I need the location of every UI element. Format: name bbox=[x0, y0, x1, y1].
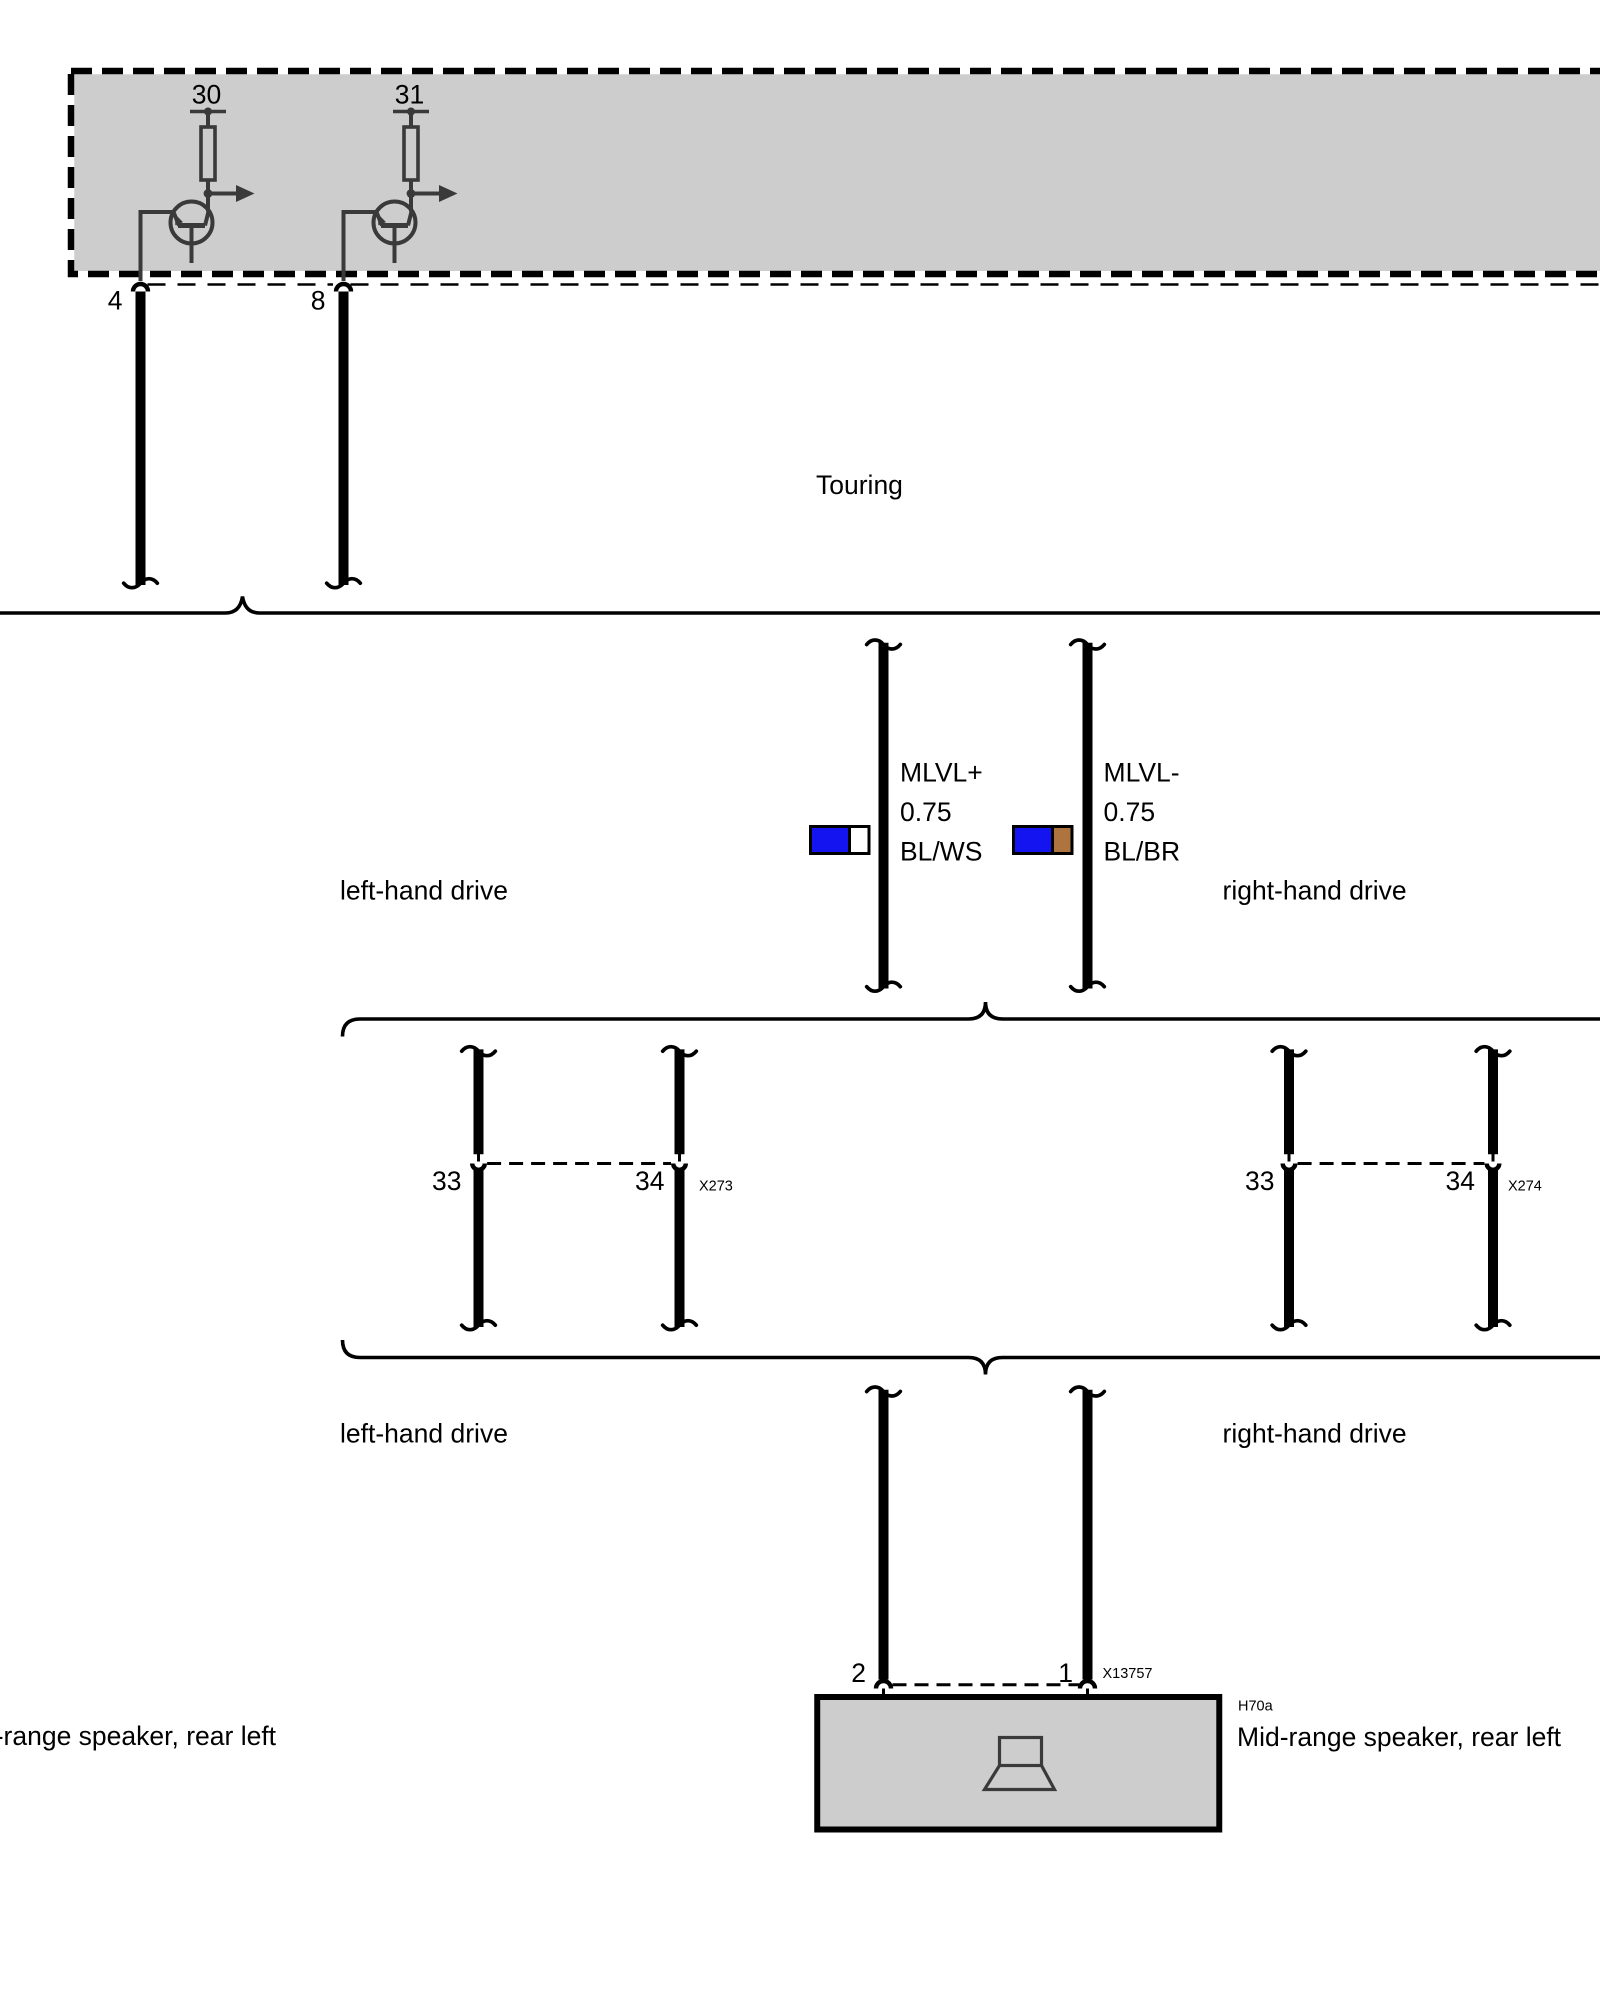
svg-text:31: 31 bbox=[395, 80, 424, 110]
svg-text:1: 1 bbox=[1058, 1658, 1073, 1688]
svg-text:H70a: H70a bbox=[1238, 1699, 1274, 1715]
svg-text:2: 2 bbox=[851, 1658, 866, 1688]
svg-text:34: 34 bbox=[635, 1166, 664, 1196]
svg-text:33: 33 bbox=[1245, 1166, 1274, 1196]
svg-text:left-hand drive: left-hand drive bbox=[340, 1419, 508, 1449]
svg-text:X274: X274 bbox=[1508, 1179, 1542, 1195]
svg-text:left-hand drive: left-hand drive bbox=[340, 876, 508, 906]
svg-text:0.75: 0.75 bbox=[1104, 797, 1156, 827]
svg-text:Touring: Touring bbox=[816, 470, 903, 500]
svg-text:30: 30 bbox=[192, 80, 221, 110]
svg-text:BL/BR: BL/BR bbox=[1104, 837, 1181, 867]
svg-text:8: 8 bbox=[311, 286, 326, 316]
svg-text:BL/WS: BL/WS bbox=[900, 837, 982, 867]
svg-text:MLVL+: MLVL+ bbox=[900, 758, 983, 788]
svg-text:right-hand drive: right-hand drive bbox=[1223, 1419, 1407, 1449]
svg-text:0.75: 0.75 bbox=[900, 797, 952, 827]
svg-text:33: 33 bbox=[432, 1166, 461, 1196]
svg-text:34: 34 bbox=[1446, 1166, 1475, 1196]
svg-text:Mid-range speaker, rear left: Mid-range speaker, rear left bbox=[1237, 1722, 1562, 1752]
svg-text:right-hand drive: right-hand drive bbox=[1223, 876, 1407, 906]
svg-text:X13757: X13757 bbox=[1103, 1666, 1153, 1682]
svg-text:Mid-range speaker, rear left: Mid-range speaker, rear left bbox=[0, 1721, 277, 1751]
svg-text:MLVL-: MLVL- bbox=[1104, 758, 1180, 788]
svg-text:X273: X273 bbox=[699, 1179, 733, 1195]
svg-text:4: 4 bbox=[108, 286, 123, 316]
